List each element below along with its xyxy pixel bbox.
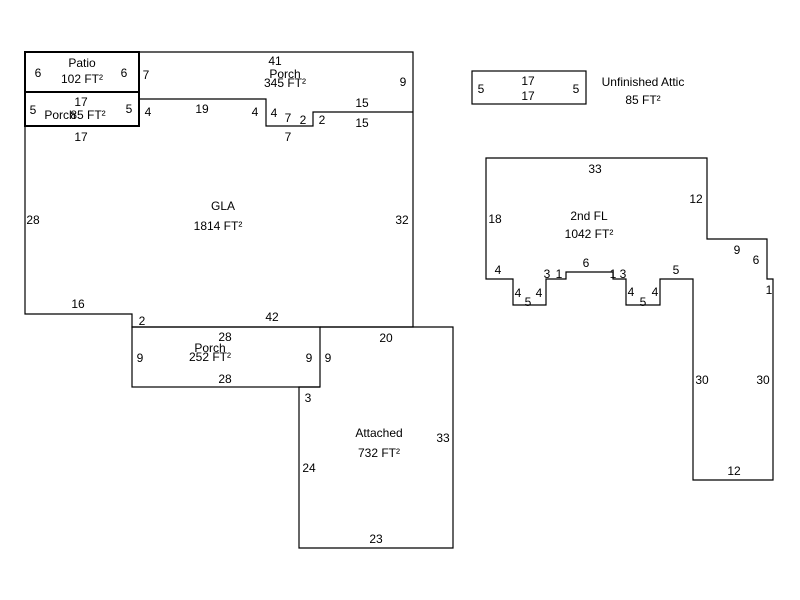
dim-label: 5 [573,82,580,96]
dim-label: 30 [695,373,709,387]
dim-label: 6 [753,253,760,267]
dim-label: 28 [218,372,232,386]
dim-label: 6 [121,66,128,80]
dim-label: 5 [525,295,532,309]
main-building-outline [24,51,414,328]
dim-label: 42 [265,310,279,324]
dim-label: 2 [139,314,146,328]
second-fl-area: 1042 FT² [565,227,614,241]
dim-label: 7 [285,130,292,144]
dim-label: 5 [126,102,133,116]
dim-label: 4 [536,286,543,300]
dim-label: 4 [495,263,502,277]
gla-area: 1814 FT² [194,219,243,233]
attached-garage-outline [298,326,454,549]
dim-label: 3 [544,267,551,281]
patio-area: 102 FT² [61,72,103,86]
dim-label: 16 [71,297,85,311]
dim-label: 9 [137,351,144,365]
dim-label: 7 [143,68,150,82]
dim-label: 9 [734,243,741,257]
dim-label: 15 [355,116,369,130]
dim-label: 9 [400,75,407,89]
dim-label: 17 [74,95,88,109]
dim-label: 5 [640,295,647,309]
dim-label: 17 [521,74,535,88]
dim-label: 28 [218,330,232,344]
dim-label: 23 [369,532,383,546]
dim-label: 1 [556,267,563,281]
dim-label: 32 [395,213,409,227]
dim-label: 41 [268,54,282,68]
dim-label: 9 [306,351,313,365]
dim-label: 4 [145,105,152,119]
attached-area: 732 FT² [358,446,400,460]
second-floor-outline [485,157,774,481]
porch-bottom-area: 252 FT² [189,350,231,364]
porch-bottom-outline [131,326,321,388]
dim-label: 7 [285,111,292,125]
porch-top-area: 345 FT² [264,76,306,90]
dim-label: 5 [673,263,680,277]
dim-label: 33 [436,431,450,445]
dim-label: 2 [300,113,307,127]
dim-label: 4 [515,286,522,300]
dim-label: 3 [305,391,312,405]
dim-label: 15 [355,96,369,110]
dim-label: 12 [689,192,703,206]
dim-label: 17 [74,130,88,144]
second-fl-name: 2nd FL [570,209,608,223]
porch-left-area: 85 FT² [70,108,105,122]
attached-name: Attached [355,426,402,440]
attic-name: Unfinished Attic [602,75,685,89]
dim-label: 30 [756,373,770,387]
dim-label: 18 [488,212,502,226]
dim-label: 2 [319,113,326,127]
dim-label: 6 [583,256,590,270]
gla-name: GLA [211,199,235,213]
dim-label: 33 [588,162,602,176]
dim-label: 1 [766,283,773,297]
dim-label: 9 [325,351,332,365]
dim-label: 1 [610,267,617,281]
dim-label: 19 [195,102,209,116]
dim-label: 4 [652,285,659,299]
dim-label: 4 [628,285,635,299]
patio-name: Patio [68,56,96,70]
attic-area: 85 FT² [625,93,660,107]
attic-outline [471,70,587,105]
dim-label: 5 [478,82,485,96]
porch-left-outline [24,91,140,127]
dim-label: 3 [620,267,627,281]
dim-label: 28 [26,213,40,227]
dim-label: 4 [271,106,278,120]
dim-label: 17 [521,89,535,103]
dim-label: 6 [35,66,42,80]
porch-top-name: Porch [269,67,300,81]
dim-label: 4 [252,105,259,119]
dim-label: 20 [379,331,393,345]
dim-label: 5 [30,103,37,117]
gla-porch-boundary [139,98,413,127]
dim-label: 12 [727,464,741,478]
dim-label: 24 [302,461,316,475]
porch-bottom-name: Porch [194,341,225,355]
porch-left-name: Porch [44,108,75,122]
